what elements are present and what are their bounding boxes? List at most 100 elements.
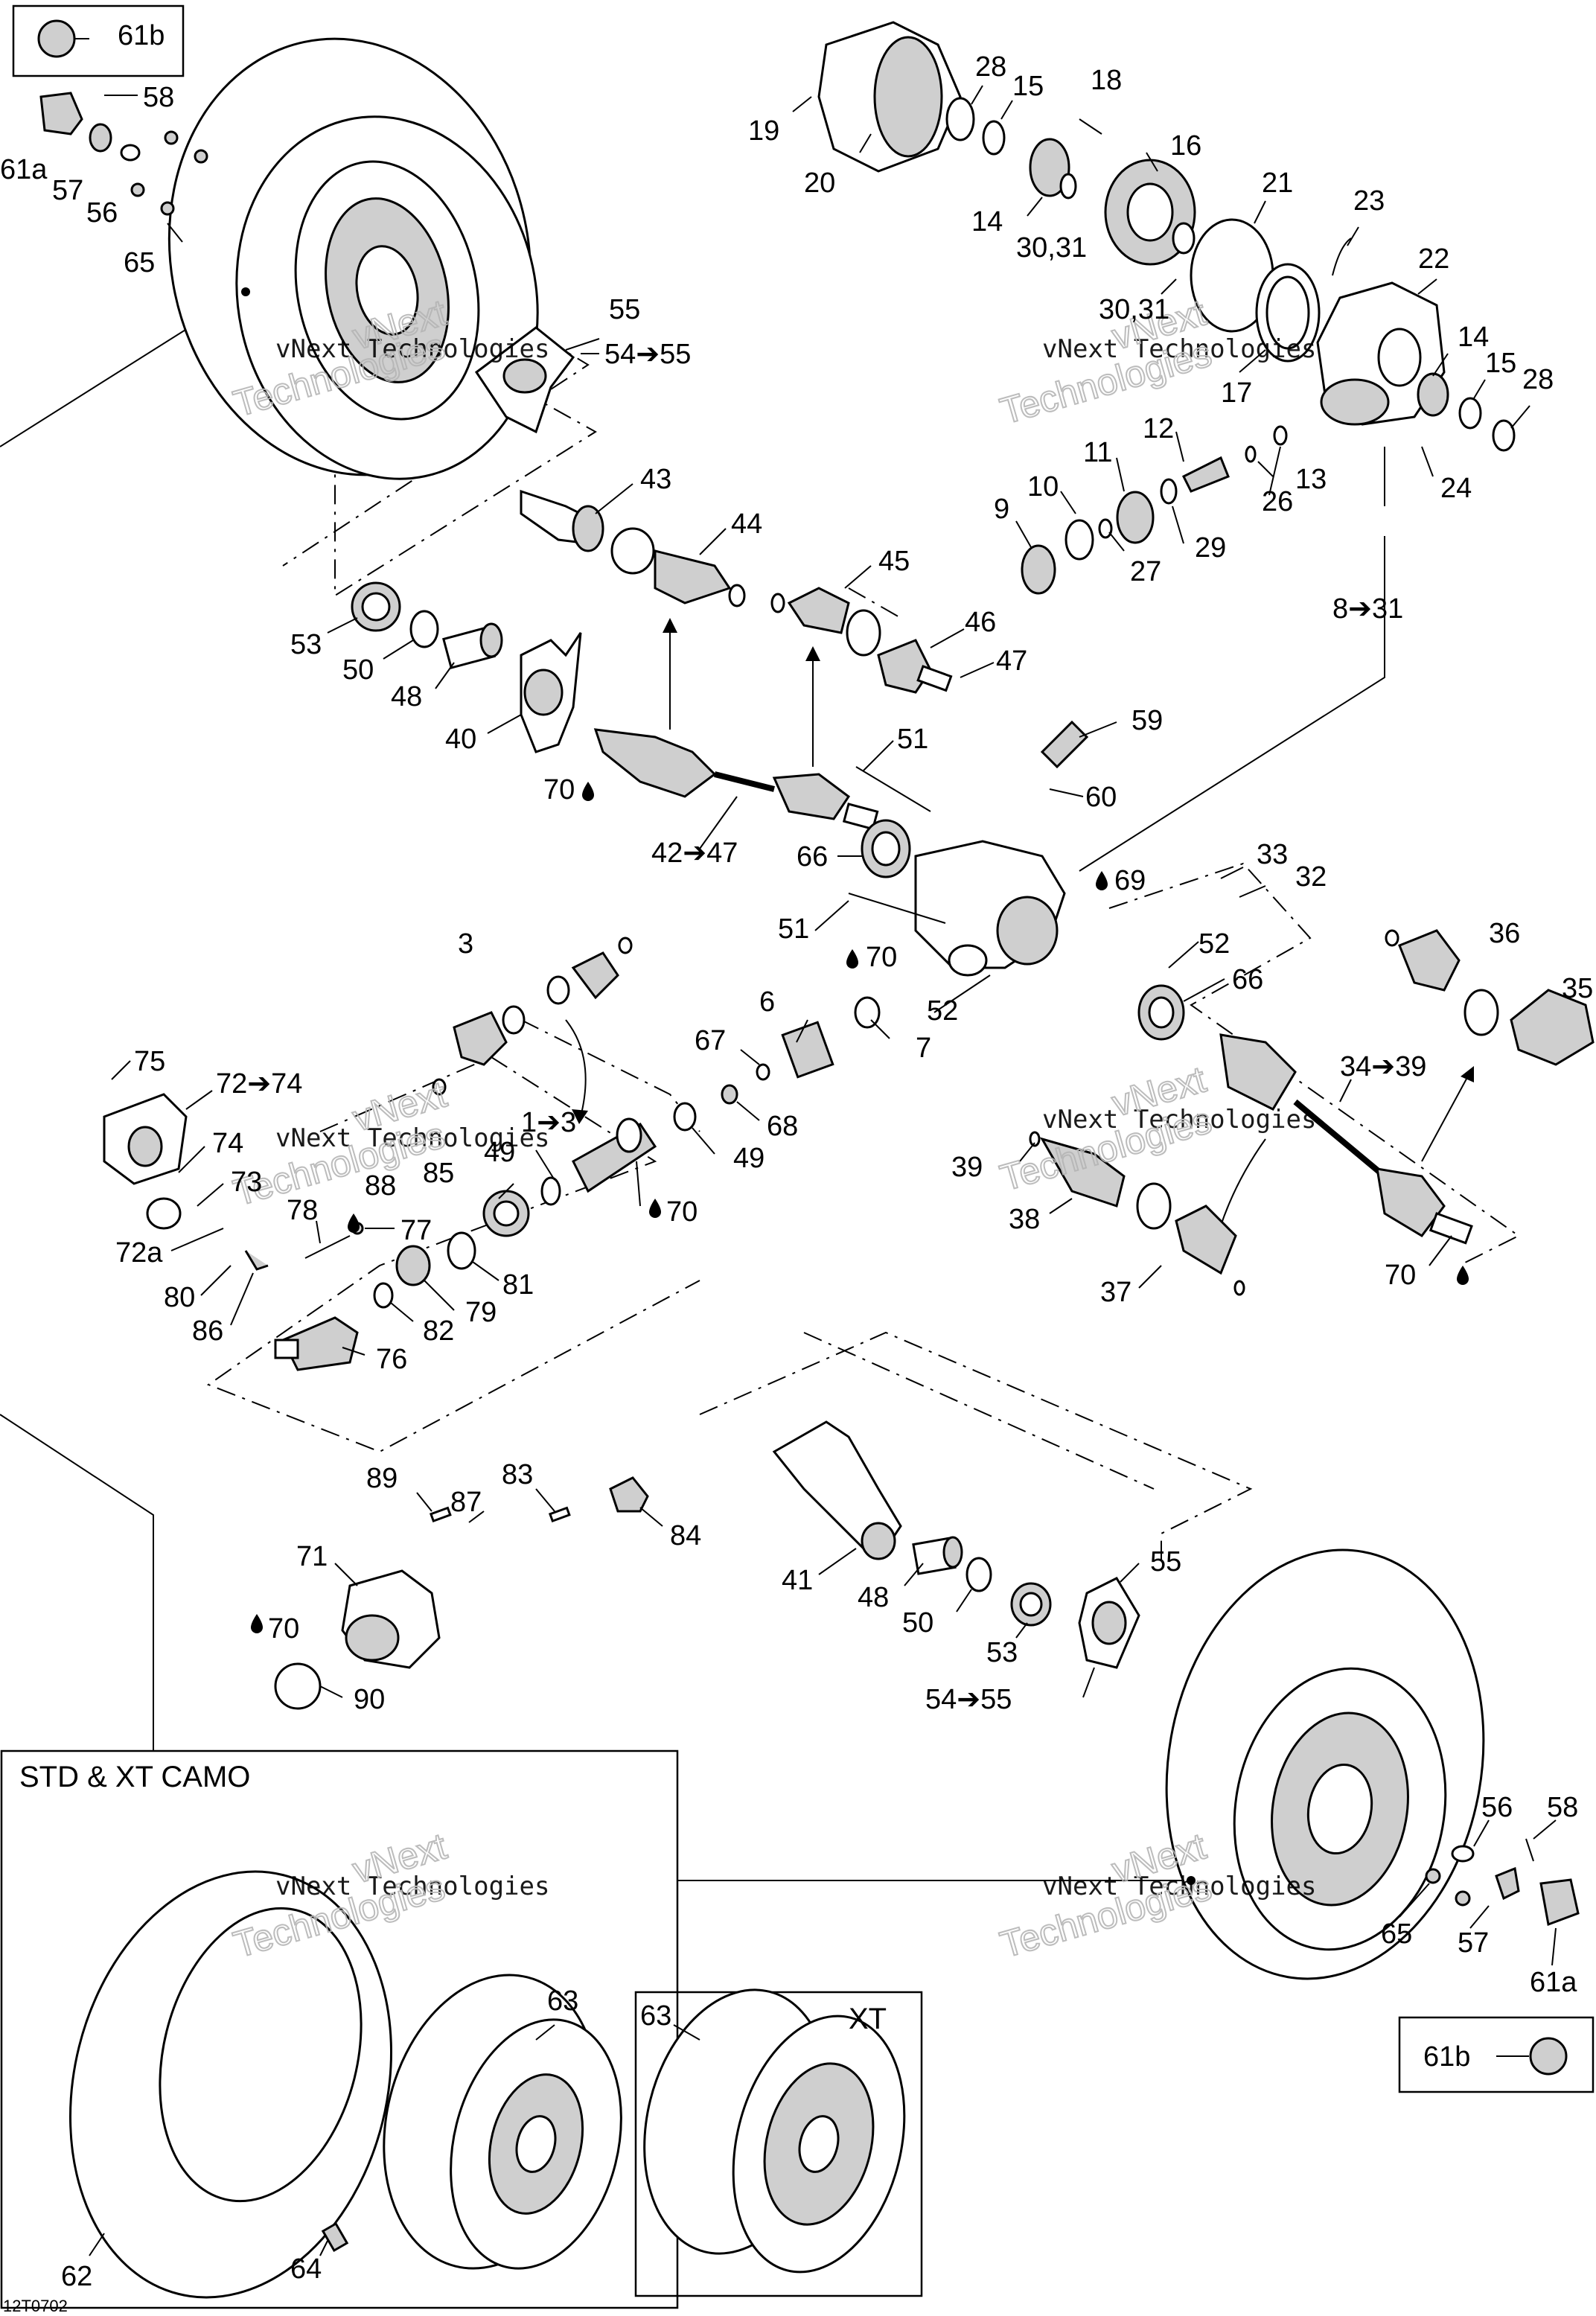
callout-labels: 61b 58 61a 57 56 65 19 20 28 15 18 16 14…	[0, 20, 1593, 2292]
seal-66-b	[1137, 984, 1185, 1041]
callout-78: 78	[287, 1195, 318, 1226]
bolt-51-b	[848, 893, 946, 924]
xt-rim	[643, 1988, 906, 2274]
callout-63-a: 63	[547, 1985, 578, 2017]
callout-68: 68	[767, 1111, 798, 1142]
callout-54-55-b: 54➔55	[925, 1684, 1012, 1715]
callout-58-b: 58	[1547, 1792, 1578, 1823]
callout-76: 76	[376, 1344, 407, 1375]
callout-8-31: 8➔31	[1332, 593, 1403, 625]
callout-49-b: 49	[733, 1143, 765, 1174]
callout-51-a: 51	[897, 724, 928, 755]
box-xt	[634, 1991, 923, 2297]
callout-56-b: 56	[1481, 1792, 1513, 1823]
callout-69: 69	[1114, 865, 1146, 896]
callout-61b: 61b	[118, 20, 165, 51]
knuckle-40	[520, 632, 582, 753]
callout-54-55: 54➔55	[604, 339, 691, 370]
drive-shaft-42	[593, 728, 879, 831]
shaft-76	[274, 1316, 359, 1371]
inset-box-61b-bottom	[1398, 2016, 1595, 2093]
callout-55: 55	[609, 294, 640, 325]
callout-55-b: 55	[1150, 1546, 1181, 1578]
std-xt-camo-label: STD & XT CAMO	[19, 1761, 250, 1793]
callout-75: 75	[134, 1046, 165, 1077]
callout-83: 83	[502, 1459, 533, 1490]
circlip-50-top	[409, 610, 439, 648]
valve-stem-64	[321, 2221, 349, 2253]
callout-56: 56	[86, 197, 118, 229]
callout-26: 26	[1262, 486, 1293, 517]
callout-57-b: 57	[1458, 1927, 1489, 1959]
std-tire	[68, 1870, 393, 2299]
callout-70-b: 70	[866, 942, 897, 973]
callout-52-a: 52	[1198, 928, 1230, 960]
callout-86: 86	[192, 1315, 223, 1347]
callout-51-b: 51	[778, 913, 809, 945]
housing-22	[1316, 281, 1446, 426]
circlip-81	[447, 1231, 476, 1270]
callout-30-31-b: 30,31	[1099, 294, 1169, 325]
circlip-82	[373, 1282, 394, 1309]
callout-48: 48	[391, 681, 422, 712]
callout-20: 20	[804, 168, 835, 199]
ring-gear-16	[1104, 159, 1196, 266]
callout-53: 53	[290, 629, 322, 660]
callout-77: 77	[400, 1215, 432, 1246]
callout-23: 23	[1353, 185, 1385, 217]
callout-64: 64	[290, 2253, 322, 2285]
screw-89	[429, 1506, 452, 1523]
callout-27: 27	[1130, 556, 1161, 587]
boot-45	[770, 587, 881, 657]
svg-text:vNext Technologies: vNext Technologies	[1042, 1105, 1316, 1135]
callout-leaders	[89, 85, 1557, 2256]
spring-59	[1040, 720, 1089, 769]
callout-80: 80	[164, 1282, 195, 1313]
seal-53-top	[351, 581, 401, 632]
box-std-xt-camo	[0, 1749, 679, 2309]
bearing-79	[395, 1245, 431, 1286]
callout-44: 44	[731, 508, 762, 540]
callout-24: 24	[1440, 473, 1472, 504]
callout-62: 62	[61, 2261, 92, 2292]
drive-shaft-34	[1219, 1033, 1473, 1245]
gear-housing-71	[341, 1569, 441, 1669]
bearing-seal-group-top	[945, 97, 1077, 200]
callout-9: 9	[994, 494, 1009, 525]
callout-37: 37	[1100, 1277, 1131, 1308]
callout-15-r: 15	[1485, 348, 1516, 379]
callout-60: 60	[1085, 782, 1117, 813]
callout-46: 46	[965, 607, 996, 638]
callout-22: 22	[1418, 243, 1449, 275]
callout-88: 88	[365, 1170, 396, 1202]
callout-3: 3	[458, 928, 473, 960]
oil-drop-icon	[251, 782, 1469, 1633]
callout-14: 14	[971, 206, 1003, 237]
differential-housing-20	[817, 21, 962, 173]
callout-61a: 61a	[0, 154, 48, 185]
fork-86	[244, 1250, 269, 1271]
callout-74: 74	[212, 1128, 243, 1159]
callout-17: 17	[1221, 377, 1252, 409]
wheel-hardware-bottom	[1425, 1838, 1580, 1927]
callout-66-a: 66	[797, 841, 828, 873]
callout-63-b: 63	[640, 2000, 671, 2032]
wheel-hardware-top	[39, 92, 208, 216]
callout-28-r: 28	[1522, 364, 1554, 395]
callout-29: 29	[1195, 532, 1226, 564]
callout-15: 15	[1012, 71, 1044, 102]
callout-40: 40	[445, 724, 476, 755]
xt-label: XT	[849, 2003, 887, 2035]
callout-18: 18	[1091, 65, 1122, 96]
cv-joint-43	[520, 489, 604, 552]
callout-70-d: 70	[1385, 1260, 1416, 1291]
callout-13: 13	[1295, 464, 1327, 495]
callout-61a-b: 61a	[1530, 1967, 1577, 1998]
pin-78	[304, 1235, 351, 1259]
seal-17	[1255, 263, 1321, 363]
callout-34-39: 34➔39	[1340, 1051, 1426, 1082]
callout-12: 12	[1143, 413, 1174, 444]
circlip-49-b	[673, 1102, 697, 1132]
bottom-wheel-assembly	[1165, 1548, 1485, 1980]
